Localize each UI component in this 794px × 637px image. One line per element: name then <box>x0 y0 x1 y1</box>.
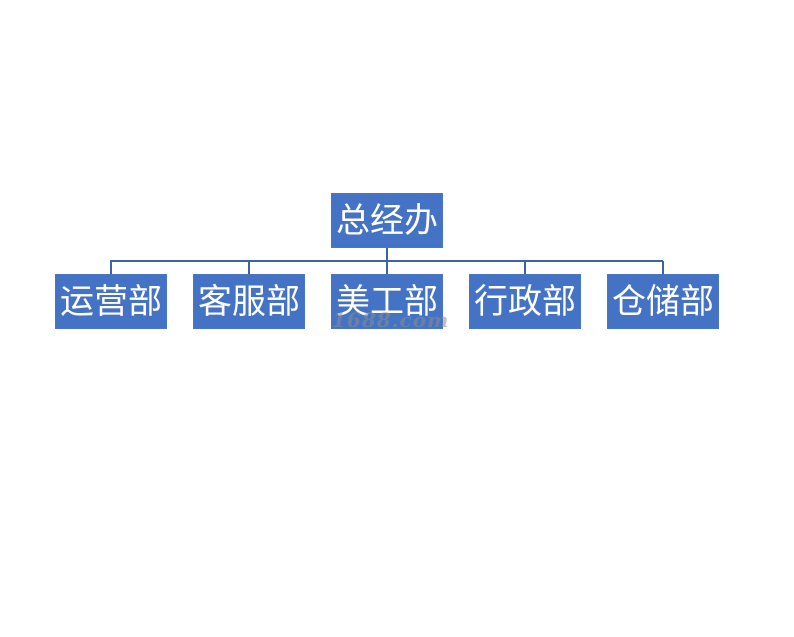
node-root-general-office: 总经办 <box>331 193 443 248</box>
node-label-customer-service: 客服部 <box>198 281 300 322</box>
node-warehouse-dept: 仓储部 <box>607 274 719 329</box>
node-design-dept: 美工部 <box>331 274 443 329</box>
node-customer-service-dept: 客服部 <box>193 274 305 329</box>
watermark-1688: 1688.com <box>332 308 450 332</box>
node-label-design: 美工部 <box>336 281 438 322</box>
node-label-admin: 行政部 <box>474 281 576 322</box>
node-admin-dept: 行政部 <box>469 274 581 329</box>
node-operations-dept: 运营部 <box>55 274 167 329</box>
node-label-warehouse: 仓储部 <box>612 281 714 322</box>
node-label-operations: 运营部 <box>60 281 162 322</box>
node-root-label: 总经办 <box>336 200 438 241</box>
